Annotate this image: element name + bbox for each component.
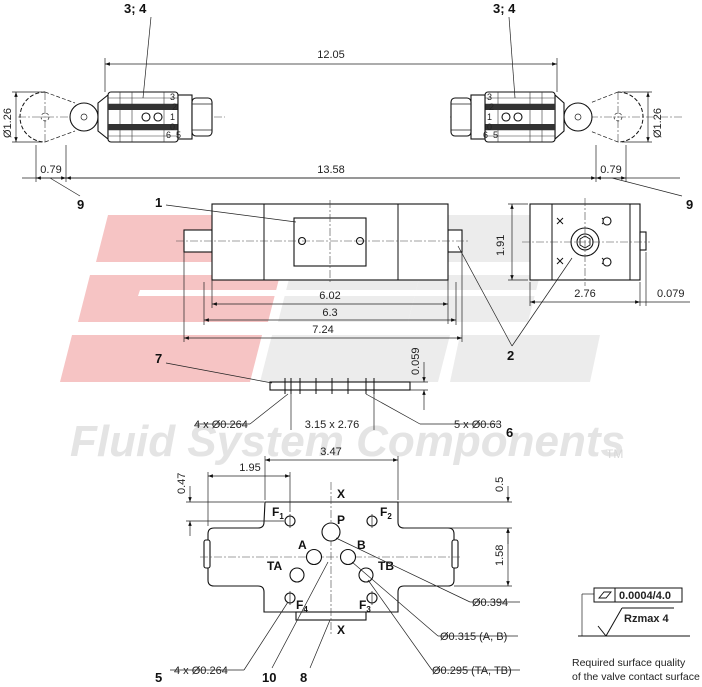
- dim-6-02: 6.02: [319, 290, 340, 302]
- port-x-bottom: X: [337, 623, 345, 637]
- port-a: A: [298, 538, 307, 552]
- svg-text:1: 1: [487, 112, 492, 122]
- port-f1: F1: [272, 505, 284, 521]
- svg-text:1: 1: [170, 112, 175, 122]
- seal-plate-view: 0.059 7 4 x Ø0.264 3.15 x 2.76 5 x Ø0.63…: [155, 347, 513, 440]
- label-7: 7: [155, 351, 162, 366]
- dim-1-91: 1.91: [495, 235, 507, 256]
- dim-0-79-left: 0.79: [40, 164, 61, 176]
- svg-text:0: 0: [170, 122, 175, 132]
- label-8: 8: [300, 670, 307, 685]
- top-view: 3 2 1 0 6 5: [2, 1, 693, 212]
- dim-dia-1-26-right: Ø1.26: [652, 108, 664, 138]
- dim-dia-0-394: Ø0.394: [472, 597, 508, 609]
- dim-5x-0-63: 5 x Ø0.63: [454, 419, 502, 431]
- label-9-left: 9: [77, 197, 84, 212]
- dim-0-079: 0.079: [657, 288, 685, 300]
- surface-note-line1: Required surface quality: [572, 657, 686, 669]
- port-f3: F3: [359, 598, 371, 614]
- svg-text:5: 5: [176, 130, 181, 140]
- port-f2: F2: [380, 505, 392, 521]
- watermark-tm: TM: [606, 447, 623, 461]
- svg-text:6: 6: [483, 130, 488, 140]
- svg-text:2: 2: [489, 102, 494, 112]
- dim-3-47: 3.47: [320, 446, 341, 458]
- dim-12-05: 12.05: [317, 49, 345, 61]
- dim-1-58: 1.58: [494, 545, 506, 566]
- port-p: P: [337, 513, 345, 527]
- svg-text:0: 0: [487, 122, 492, 132]
- surface-requirement: 0.0004/4.0 Rzmax 4 Required surface qual…: [572, 587, 700, 683]
- label-6: 6: [506, 425, 513, 440]
- label-9-right: 9: [686, 197, 693, 212]
- label-5: 5: [155, 670, 162, 685]
- front-view: 1 6.02 6.3 7.24: [155, 195, 470, 342]
- dim-0-5: 0.5: [494, 477, 506, 492]
- port-pattern-view: X X F1 F2 F4 F3 P A B TA TB 3.47: [155, 446, 520, 685]
- svg-text:2: 2: [172, 102, 177, 112]
- seal-plate-holes: [284, 378, 375, 394]
- left-adjust-scale: 3 2 1 0 6 5: [166, 92, 181, 140]
- dim-13-58: 13.58: [317, 164, 345, 176]
- svg-text:6: 6: [166, 130, 171, 140]
- port-f4: F4: [296, 598, 308, 614]
- dim-2-76: 2.76: [574, 288, 595, 300]
- dim-6-3: 6.3: [322, 307, 337, 319]
- dim-dia-1-26-left: Ø1.26: [2, 108, 14, 138]
- dim-dia-0-315: Ø0.315 (A, B): [440, 631, 507, 643]
- label-3-4-right: 3; 4: [493, 1, 516, 16]
- svg-text:5: 5: [493, 130, 498, 140]
- svg-text:3: 3: [487, 92, 492, 102]
- dim-0-059: 0.059: [410, 347, 422, 375]
- surface-note-line2: of the valve contact surface: [572, 671, 700, 683]
- port-b: B: [357, 538, 366, 552]
- flatness-tolerance: 0.0004/4.0: [619, 590, 671, 602]
- dim-1-95: 1.95: [239, 462, 260, 474]
- right-adjuster: 3 2 1 0 6 5: [450, 91, 682, 143]
- dim-dia-0-295: Ø0.295 (TA, TB): [432, 665, 512, 677]
- label-2: 2: [507, 348, 514, 363]
- port-tb: TB: [378, 559, 394, 573]
- watermark-text: Fluid System Components: [70, 417, 625, 466]
- label-1: 1: [155, 195, 162, 210]
- dim-4x-0-264-bottom: 4 x Ø0.264: [174, 665, 228, 677]
- side-view: 1.91 2.76 0.079 2: [457, 198, 690, 363]
- dim-7-24: 7.24: [312, 324, 333, 336]
- dim-0-79-right: 0.79: [600, 164, 621, 176]
- port-x-top: X: [337, 487, 345, 501]
- dim-0-47: 0.47: [176, 473, 188, 494]
- roughness-value: Rzmax 4: [624, 613, 670, 625]
- left-adjuster: 3 2 1 0 6 5: [18, 91, 225, 143]
- f-hole-marks: [289, 514, 373, 605]
- right-adjust-scale: 3 2 1 0 6 5: [483, 92, 498, 140]
- dim-3-15x2-76: 3.15 x 2.76: [305, 419, 359, 431]
- dim-4x-0-264-top: 4 x Ø0.264: [194, 419, 248, 431]
- label-10: 10: [262, 670, 276, 685]
- svg-text:3: 3: [170, 92, 175, 102]
- roughness-symbol: [597, 607, 674, 637]
- port-ta: TA: [267, 559, 282, 573]
- label-3-4-left: 3; 4: [124, 1, 147, 16]
